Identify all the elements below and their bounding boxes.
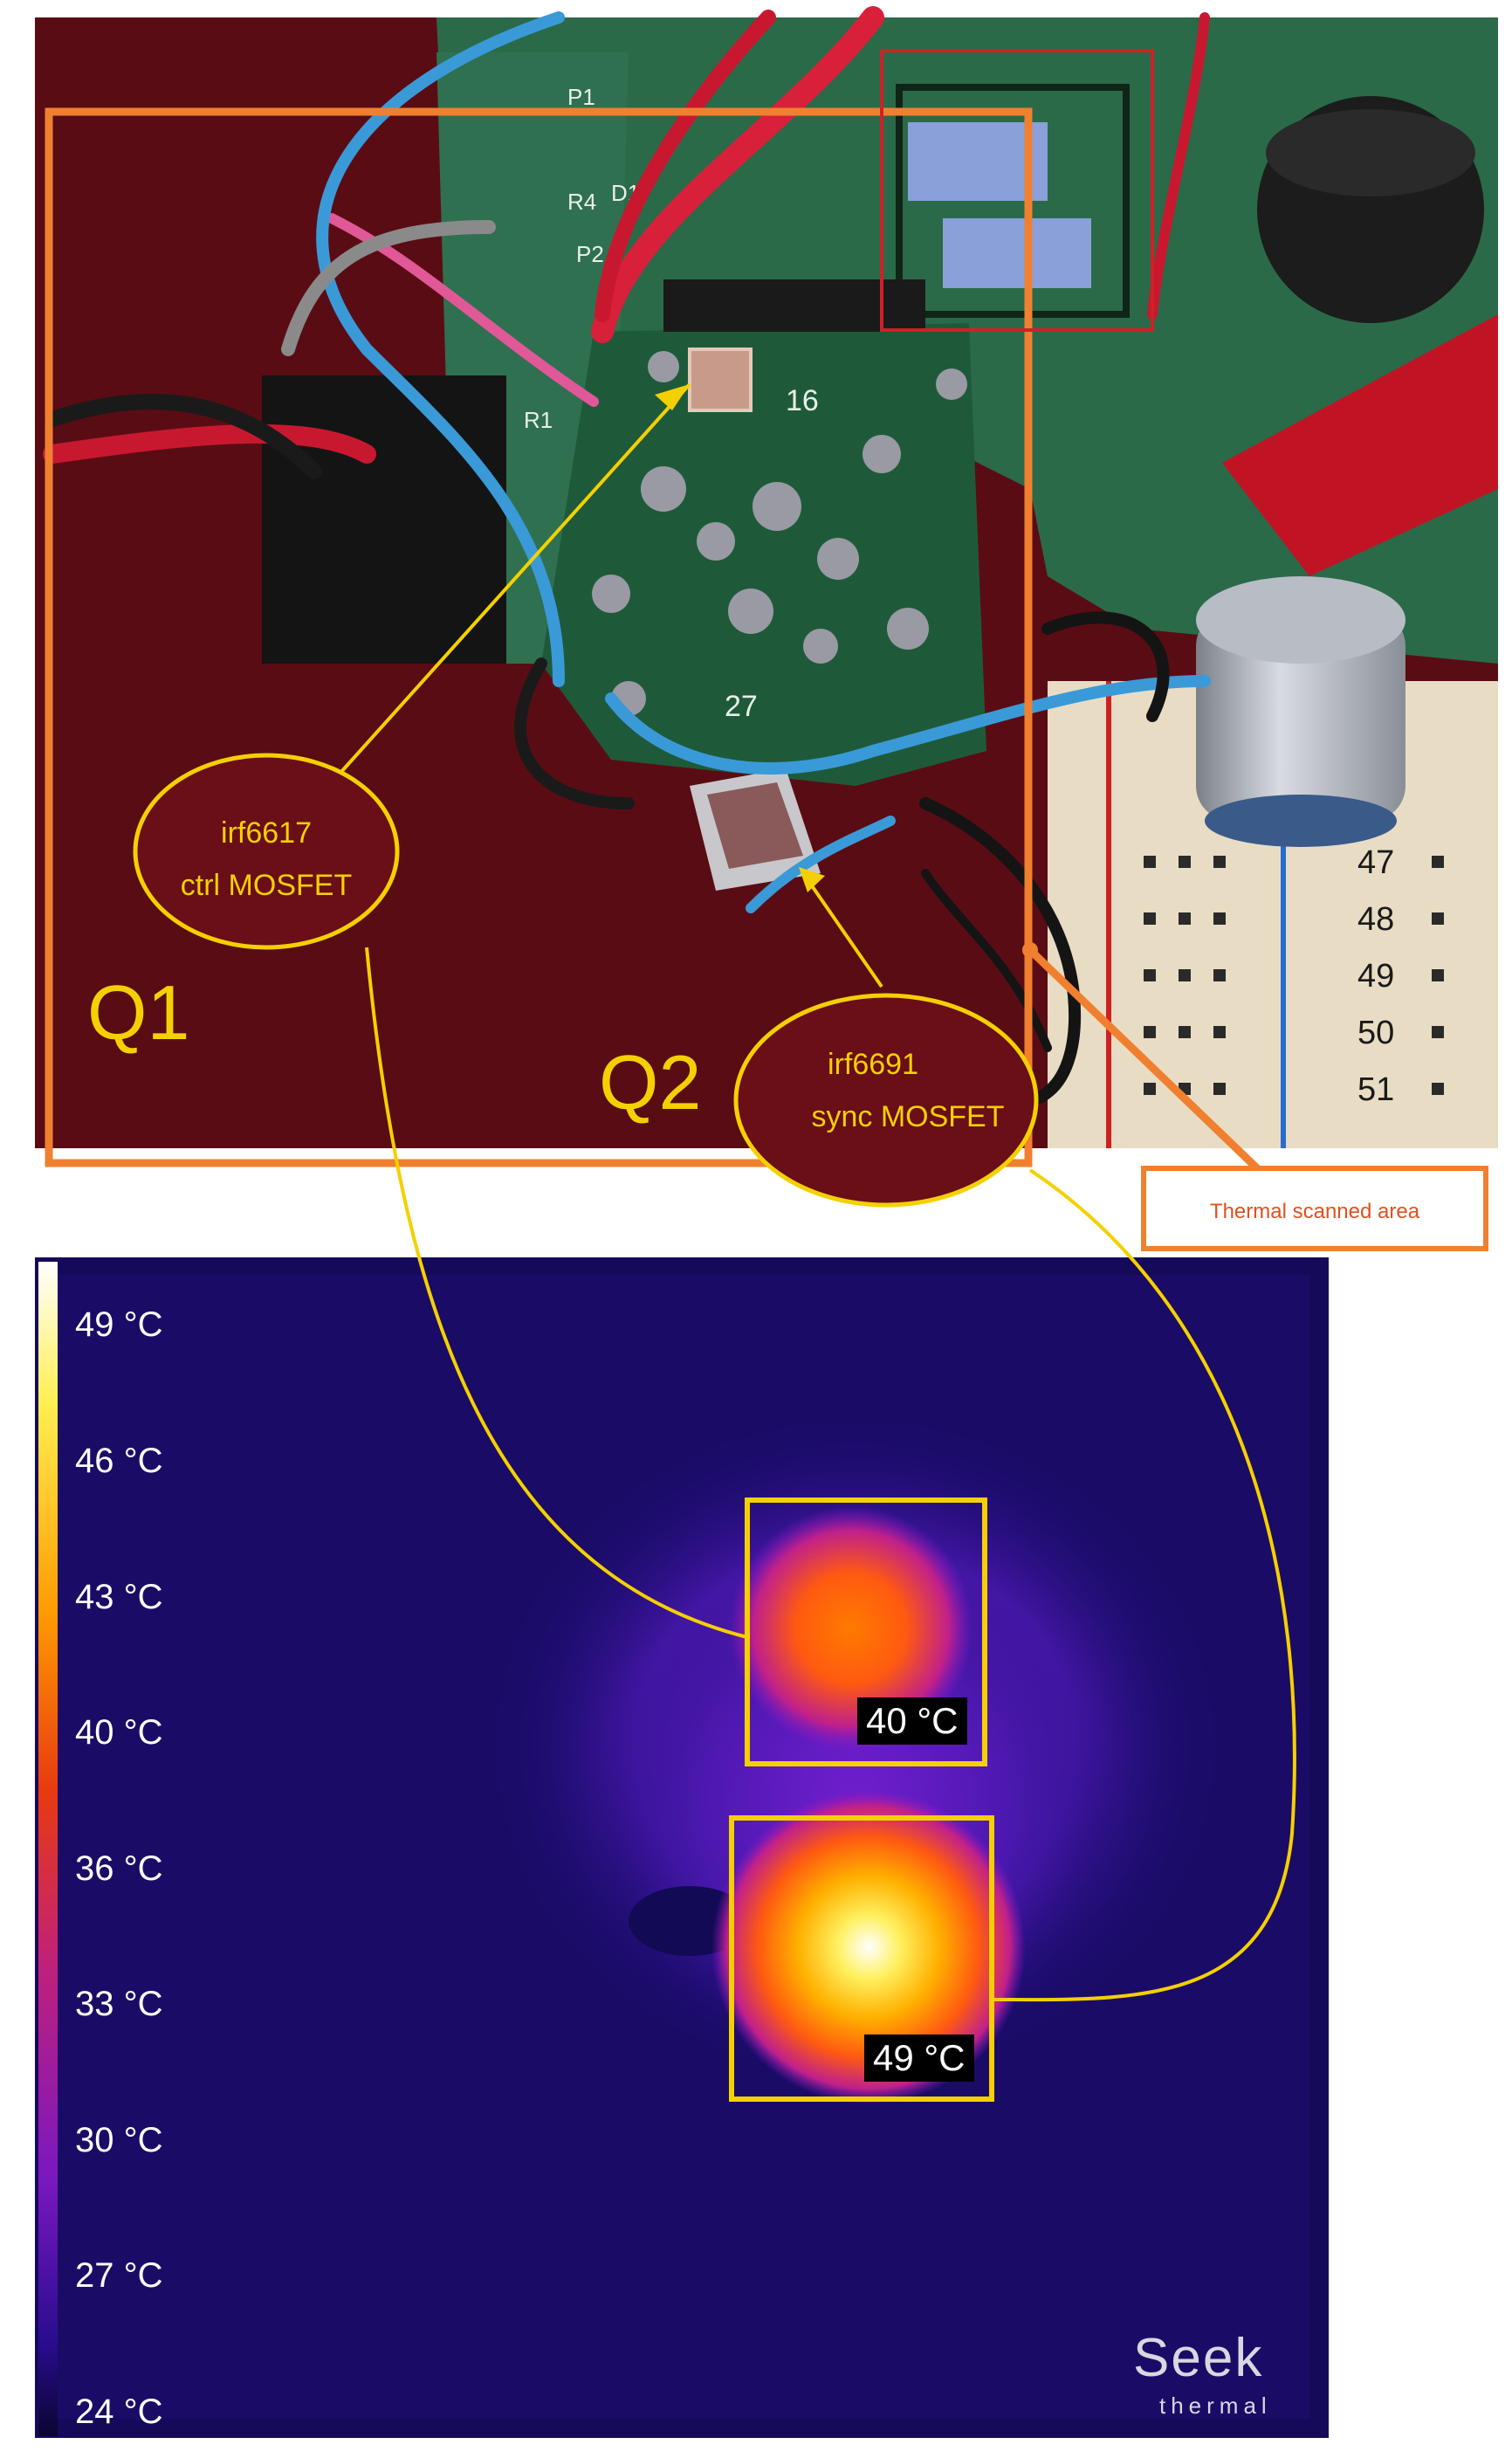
silkscreen-mark: 27 [725, 690, 758, 723]
photo-annotations: irf6617 ctrl MOSFET Q1 irf6691 sync MOSF… [45, 49, 1488, 1251]
scan-area-leader-line [1027, 947, 1261, 1172]
thermal-scan-area-box [45, 107, 1033, 1167]
scale-label-30: 30 °C [75, 2121, 163, 2159]
q1-hotspot [729, 1506, 973, 1751]
seek-brand-subtitle: thermal [1159, 2393, 1272, 2419]
cross-panel-connectors [365, 947, 1296, 2002]
pcb-silkscreen: P1 P2 R4 D1 R1 [524, 84, 640, 433]
q2-label: Q2 [599, 1039, 701, 1126]
gray-wire [281, 220, 496, 356]
pink-wire [326, 213, 599, 407]
scan-area-legend-box [1141, 1166, 1488, 1251]
red-wire [591, 6, 884, 343]
blue-wire [316, 11, 565, 687]
row-number: 50 [1357, 1015, 1394, 1051]
q1-callout-ellipse [133, 753, 400, 950]
q2-callout-ellipse [733, 993, 1039, 1208]
q1-label: Q1 [87, 969, 189, 1056]
q1-measurement-box [745, 1498, 987, 1766]
red-wire [43, 423, 376, 464]
q1-mosfet-package [688, 348, 753, 412]
scale-label-36: 36 °C [75, 1849, 163, 1888]
scale-label-43: 43 °C [75, 1578, 163, 1616]
q2-temperature-readout: 49 °C [864, 2035, 974, 2083]
silkscreen-mark: R1 [524, 407, 553, 433]
red-wire [594, 10, 776, 322]
q1-temperature-readout: 40 °C [857, 1697, 967, 1745]
scale-label-49: 49 °C [75, 1305, 163, 1344]
q1-pointer-line [339, 382, 691, 775]
ic-socket [896, 84, 1130, 318]
scale-label-46: 46 °C [75, 1442, 163, 1480]
black-wire [921, 869, 1052, 1052]
blue-wire [605, 675, 1211, 775]
silkscreen-mark: 16 [786, 384, 819, 417]
silkscreen-mark: R4 [567, 189, 596, 215]
temperature-scale-bar [38, 1262, 58, 2436]
row-number: 51 [1357, 1071, 1394, 1108]
scale-label-33: 33 °C [75, 1985, 163, 2023]
black-wire [1041, 611, 1170, 722]
scale-label-24: 24 °C [75, 2393, 163, 2431]
heatsink-block [262, 375, 506, 664]
ic-chip [943, 218, 1091, 288]
red-test-clip [1222, 314, 1498, 576]
q1-connector-line [365, 947, 748, 1639]
daughter-silkscreen: 16 27 [725, 384, 819, 723]
capacitor-base [1205, 795, 1397, 847]
ic-chip [908, 122, 1048, 201]
silkscreen-mark: P2 [576, 241, 604, 267]
q2-pointer-line [801, 871, 883, 988]
q2-measurement-box [729, 1815, 994, 2102]
breadboard-holes [1144, 856, 1444, 1095]
scale-label-40: 40 °C [75, 1713, 163, 1752]
wires [43, 6, 1211, 1108]
silkscreen-mark: P1 [567, 84, 595, 110]
q2-pointer-arrowhead [799, 867, 825, 892]
q1-role: ctrl MOSFET [181, 869, 352, 902]
breadboard-row-numbers: 47 48 49 50 51 [1357, 844, 1394, 1108]
thermal-panel [35, 1257, 1329, 2438]
daughter-pcb [541, 323, 986, 786]
blue-wire [746, 816, 896, 913]
row-number: 47 [1357, 844, 1394, 881]
photo-panel: 47 48 49 50 51 P1 P2 R4 D1 R1 [35, 6, 1498, 1148]
row-number: 48 [1357, 901, 1394, 938]
red-wire [1147, 12, 1210, 320]
black-wire [514, 658, 635, 809]
scale-label-27: 27 °C [75, 2256, 163, 2295]
scan-area-legend-text: Thermal scanned area [1210, 1200, 1420, 1223]
q1-pointer-arrowhead [655, 384, 690, 410]
q2-part-number: irf6691 [828, 1048, 918, 1081]
row-number: 49 [1357, 958, 1394, 995]
q2-connector-line [991, 1168, 1296, 2002]
capacitor-top [1196, 576, 1405, 664]
black-wire [45, 394, 322, 479]
seek-brand-logo: Seek [1133, 2328, 1264, 2388]
q2-hotspot [711, 1790, 1026, 2104]
daughter-pcb-gray-plate [663, 279, 925, 332]
electrolytic-capacitor [1196, 611, 1405, 821]
ic-highlight-box [880, 49, 1154, 332]
inductor-top [1266, 109, 1475, 196]
solder-joints [592, 351, 967, 716]
q1-part-number: irf6617 [221, 816, 312, 850]
q2-mosfet-die [707, 782, 803, 869]
q2-role: sync MOSFET [811, 1100, 1004, 1133]
